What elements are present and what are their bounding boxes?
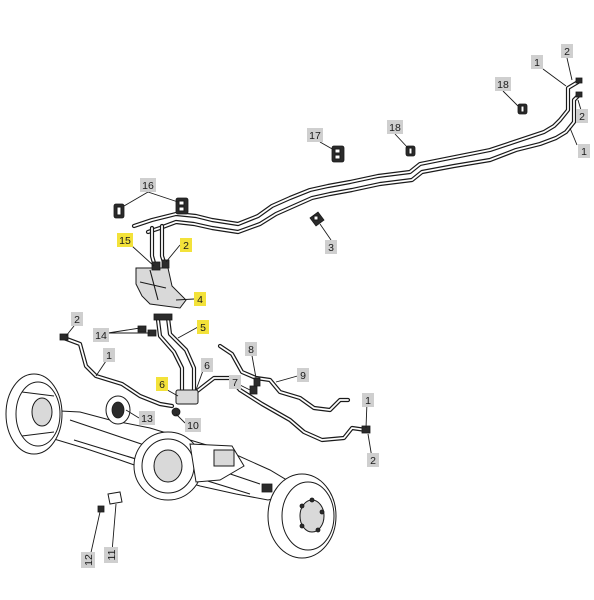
svg-text:2: 2 xyxy=(183,240,189,252)
clip-18-a xyxy=(517,103,528,115)
pipe-clip-8 xyxy=(253,377,261,387)
top-fitting-a xyxy=(575,77,583,84)
callout-2-top-a: 2 xyxy=(561,44,573,58)
svg-text:12: 12 xyxy=(83,554,95,566)
svg-text:1: 1 xyxy=(106,350,112,362)
junction-bolt-10 xyxy=(171,407,181,417)
svg-text:9: 9 xyxy=(300,370,306,382)
callout-9: 9 xyxy=(297,368,309,382)
clip-16-b xyxy=(175,197,189,215)
callout-18-b: 18 xyxy=(387,120,403,134)
svg-text:10: 10 xyxy=(187,420,199,432)
callout-18-a: 18 xyxy=(495,77,511,91)
junction-block xyxy=(171,389,199,417)
callout-2-right: 2 xyxy=(367,453,379,467)
callout-2-left: 2 xyxy=(71,312,83,326)
main-pipe-upper xyxy=(131,79,581,229)
svg-text:6: 6 xyxy=(159,379,165,391)
axle-bracket xyxy=(261,483,273,493)
left-brake-drum xyxy=(5,373,63,455)
bracket-bolt-15 xyxy=(151,261,161,271)
callout-5: 5 xyxy=(197,320,209,334)
callout-2-top-b: 2 xyxy=(576,109,588,123)
callout-1-top-a: 1 xyxy=(531,55,543,69)
callout-2-mid: 2 xyxy=(180,238,192,252)
bracket-nut-2 xyxy=(161,259,170,269)
svg-text:2: 2 xyxy=(74,314,80,326)
svg-text:6: 6 xyxy=(204,360,210,372)
svg-text:18: 18 xyxy=(389,122,401,134)
svg-text:7: 7 xyxy=(232,377,238,389)
svg-text:2: 2 xyxy=(370,455,376,467)
fittings-14 xyxy=(137,325,157,337)
right-brake-drum xyxy=(267,473,337,559)
main-brake-pipes xyxy=(131,77,583,273)
svg-text:1: 1 xyxy=(534,57,540,69)
callouts: 1 1 2 2 18 18 17 16 xyxy=(71,44,590,568)
svg-text:16: 16 xyxy=(142,180,154,192)
svg-text:11: 11 xyxy=(106,549,118,560)
right-rear-pipes xyxy=(193,343,371,443)
callout-16: 16 xyxy=(140,178,156,192)
callout-11: 11 xyxy=(104,547,118,563)
callout-14: 14 xyxy=(93,328,109,342)
top-fitting-b xyxy=(575,91,583,98)
callout-15: 15 xyxy=(117,233,133,247)
clip-17 xyxy=(331,145,345,163)
svg-text:14: 14 xyxy=(95,330,107,342)
svg-text:18: 18 xyxy=(497,79,509,91)
differential-housing xyxy=(133,431,245,501)
combination-valve-bracket xyxy=(135,259,187,309)
svg-text:3: 3 xyxy=(328,242,334,254)
svg-text:2: 2 xyxy=(564,46,570,58)
left-pipe-fitting xyxy=(59,333,69,341)
rear-axle-assembly xyxy=(5,373,337,559)
callout-6: 6 xyxy=(201,358,213,372)
brake-hose-bracket-13 xyxy=(105,395,131,425)
callout-4: 4 xyxy=(194,292,206,306)
clip-18-b xyxy=(405,145,416,157)
rear-flex-pipes xyxy=(153,313,197,395)
clip-16-a xyxy=(113,203,125,219)
axle-bolts xyxy=(97,491,123,513)
callout-3: 3 xyxy=(325,240,337,254)
svg-text:1: 1 xyxy=(365,395,371,407)
svg-text:4: 4 xyxy=(197,294,203,306)
svg-text:5: 5 xyxy=(200,322,206,334)
callout-8: 8 xyxy=(245,342,257,356)
flex-pipe-fitting-top xyxy=(153,313,173,321)
svg-text:17: 17 xyxy=(309,130,321,142)
callout-7: 7 xyxy=(229,375,241,389)
svg-text:2: 2 xyxy=(579,111,585,123)
callout-17: 17 xyxy=(307,128,323,142)
pipe-clips xyxy=(113,103,528,227)
callout-13: 13 xyxy=(139,411,155,425)
callout-1-left: 1 xyxy=(103,348,115,362)
svg-text:15: 15 xyxy=(119,235,131,247)
left-rear-pipe xyxy=(59,333,175,409)
callout-6-yellow: 6 xyxy=(156,377,168,391)
main-pipe-lower xyxy=(145,93,581,235)
pipe-clip-7 xyxy=(249,385,258,395)
callout-10: 10 xyxy=(185,418,201,432)
svg-text:1: 1 xyxy=(581,146,587,158)
callout-12: 12 xyxy=(81,552,95,568)
callout-1-top-b: 1 xyxy=(578,144,590,158)
svg-text:13: 13 xyxy=(141,413,153,425)
callout-1-right: 1 xyxy=(362,393,374,407)
svg-text:8: 8 xyxy=(248,344,254,356)
clip-3 xyxy=(309,211,325,227)
